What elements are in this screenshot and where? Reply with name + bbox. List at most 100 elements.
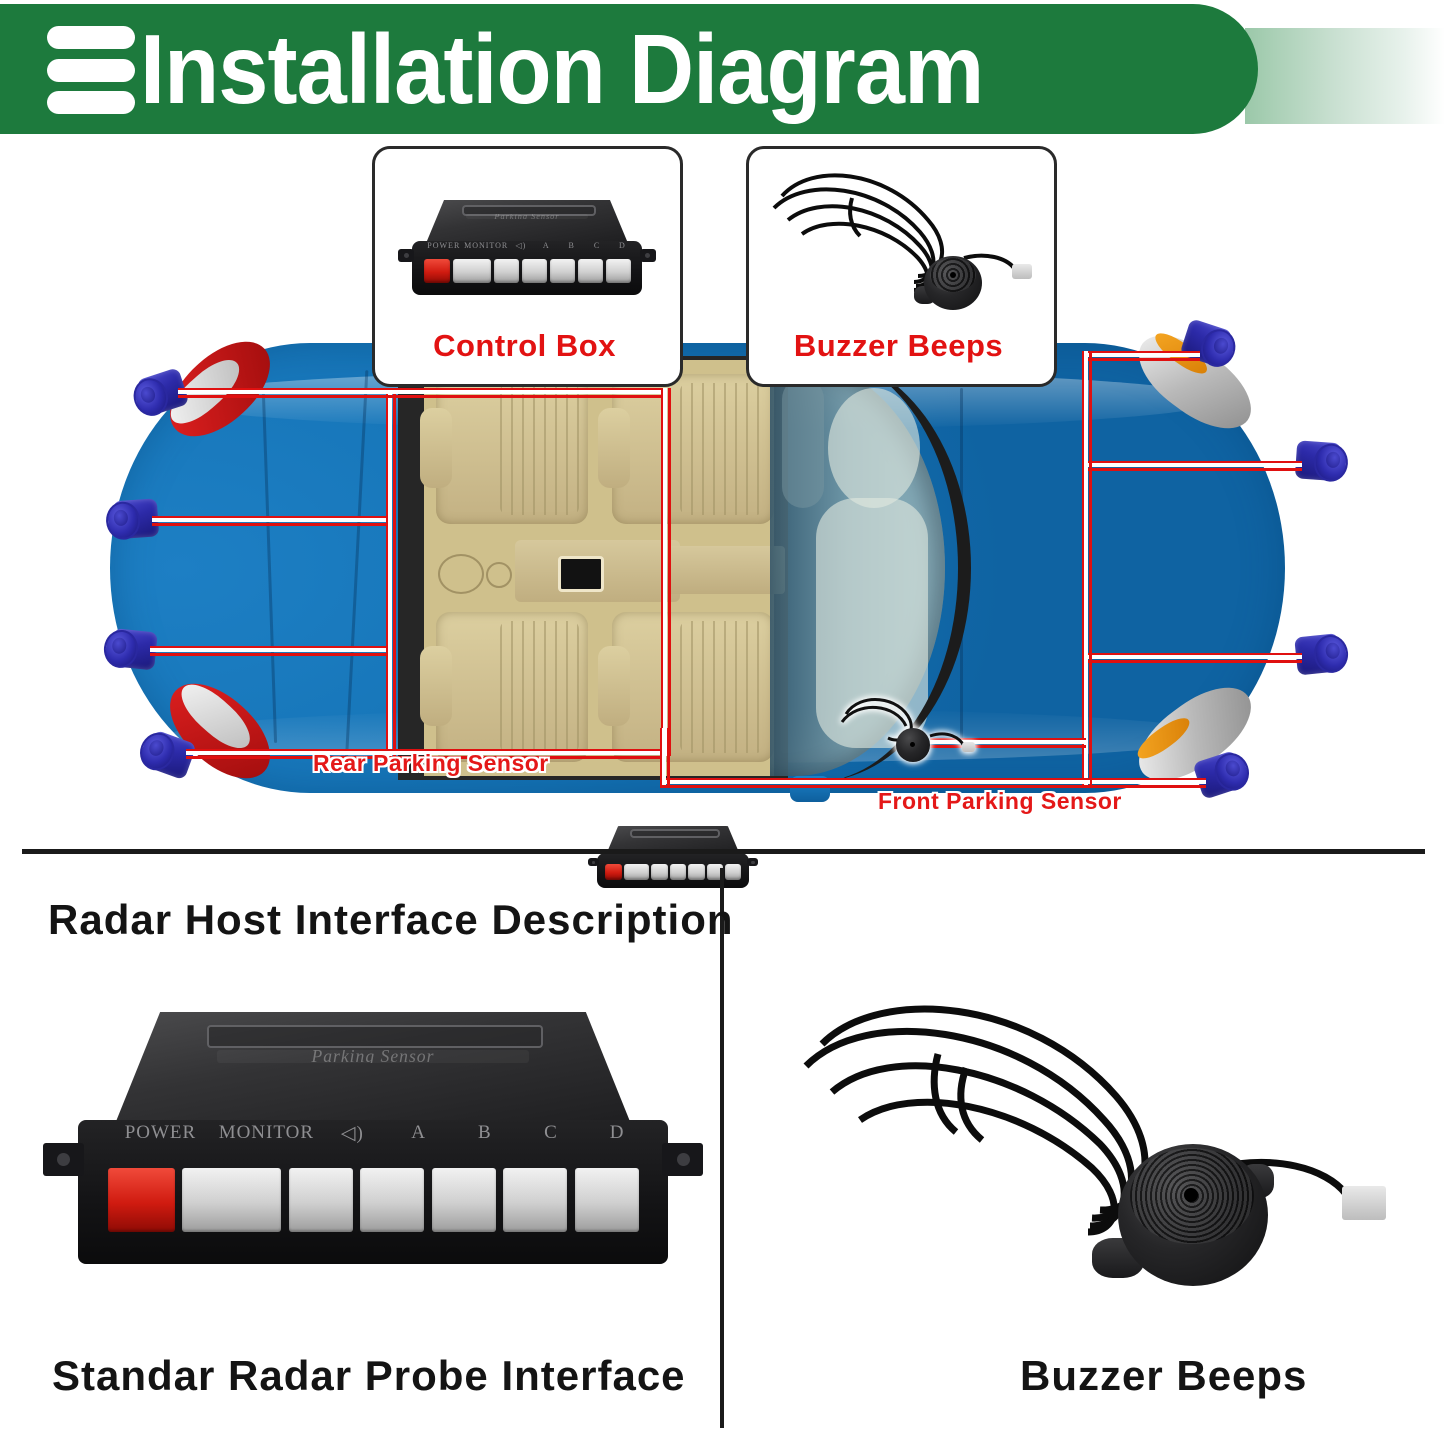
seat-front-left <box>612 374 774 524</box>
headrest-front-left <box>598 408 630 488</box>
rear-bus-right <box>661 388 664 756</box>
callout-cb-tab-left <box>398 249 415 262</box>
cb-label-power: POWER <box>427 241 461 251</box>
cb-label-speaker-icon: ◁) <box>515 241 527 251</box>
port-monitor <box>623 864 650 881</box>
front-line-4 <box>1082 778 1206 781</box>
callout-cb-port-row <box>423 258 631 284</box>
rear-line-2-core <box>152 518 390 522</box>
hamburger-bar-1 <box>47 26 135 49</box>
product-cb-emboss: Parking Sensor <box>217 1050 529 1063</box>
callout-buzzer <box>746 146 1057 387</box>
front-bus-right-b <box>1089 351 1092 785</box>
seat-front-right <box>612 612 774 762</box>
control-box-slot <box>630 829 720 838</box>
rear-bus-bottom <box>386 749 664 752</box>
callout-cb-top-shell: Parking Sensor <box>425 200 629 244</box>
control-box-front-face <box>597 852 749 888</box>
callout-port-c <box>577 258 603 284</box>
product-cb-label-a: A <box>411 1122 426 1144</box>
product-cb-tab-right <box>662 1143 704 1176</box>
callout-cb-tab-right <box>639 249 656 262</box>
front-line-2 <box>1082 461 1302 464</box>
front-line-4b <box>1082 785 1206 788</box>
rear-line-1-core <box>178 390 390 394</box>
callout-control-box-caption: Control Box <box>433 328 616 363</box>
control-box-port-row <box>604 864 742 881</box>
installation-diagram: Rear Parking Sensor Front Parking Sensor… <box>0 138 1445 888</box>
buzzer-hole-small <box>910 742 915 747</box>
port-d <box>724 864 742 881</box>
front-bus-to-buzzer <box>930 738 1086 741</box>
front-line-2b <box>1082 468 1302 471</box>
product-cb-slot <box>206 1024 544 1049</box>
console-storage-box <box>558 556 604 592</box>
buzzer-beeps-caption: Buzzer Beeps <box>1020 1352 1308 1399</box>
callout-port-b <box>549 258 575 284</box>
cb-label-b: B <box>568 241 575 251</box>
callout-cb-front: POWER MONITOR ◁) A B C D <box>412 240 642 295</box>
callout-port-speaker <box>494 258 520 284</box>
buzzer-plug-large <box>1012 264 1032 279</box>
rear-bus-top-core <box>386 390 664 394</box>
cb-label-monitor: MONITOR <box>464 241 509 251</box>
front-bus-from-box-b <box>667 728 670 785</box>
hamburger-bar-2 <box>47 58 135 82</box>
hamburger-menu-icon[interactable] <box>47 26 135 114</box>
front-line-1-core <box>1082 353 1200 357</box>
seat-rear-left <box>436 374 588 524</box>
front-bus-bottom-b <box>660 785 1090 788</box>
product-buzzer-hole <box>1184 1188 1198 1202</box>
rear-center-tunnel <box>665 546 785 594</box>
front-bus-right <box>1082 351 1085 785</box>
front-line-1b <box>1082 358 1200 361</box>
product-port-b <box>431 1167 496 1233</box>
front-bus-right-core <box>1084 351 1088 785</box>
callout-buzzer-caption: Buzzer Beeps <box>793 328 1004 363</box>
headrest-front-right <box>598 646 630 726</box>
callout-port-a <box>522 258 547 284</box>
product-cb-top-shell: Parking Sensor <box>113 1012 633 1128</box>
rear-bus-left-b <box>393 388 396 756</box>
callout-port-power <box>423 258 450 284</box>
rear-line-4-core <box>186 751 390 755</box>
buzzer-cable-large <box>772 173 1016 292</box>
product-cb-label-d: D <box>609 1122 625 1144</box>
rear-line-3-core <box>150 648 390 652</box>
product-port-power <box>107 1167 175 1233</box>
port-power <box>604 864 622 881</box>
rear-parking-sensor-label: Rear Parking Sensor <box>313 750 549 776</box>
section-divider-horizontal <box>22 849 1425 854</box>
rear-line-4 <box>186 749 390 752</box>
rear-bus-left <box>386 388 389 756</box>
rear-line-3 <box>150 646 390 649</box>
product-buzzer-cable <box>803 1005 1349 1236</box>
product-port-speaker <box>288 1167 353 1233</box>
cb-label-d: D <box>618 241 626 251</box>
headrest-rear-left <box>420 408 452 488</box>
seat-rear-right <box>436 612 588 762</box>
product-port-d <box>574 1167 639 1233</box>
port-a <box>669 864 687 881</box>
port-c <box>706 864 723 881</box>
standar-radar-probe-interface-caption: Standar Radar Probe Interface <box>52 1352 686 1399</box>
radar-host-interface-heading: Radar Host Interface Description <box>48 896 734 943</box>
rear-bus-top-b <box>386 395 664 398</box>
port-speaker <box>651 864 668 881</box>
product-cb-tab-left <box>42 1143 84 1176</box>
cb-label-a: A <box>542 241 550 251</box>
callout-cb-slot <box>462 204 596 217</box>
rear-bus-right-b <box>668 388 671 756</box>
page-header: Installation Diagram <box>0 0 1445 138</box>
rear-bus-bottom-core <box>386 751 664 755</box>
product-cb-label-speaker-icon: ◁) <box>340 1122 364 1144</box>
front-bus-bottom <box>660 778 1090 781</box>
product-cb-label-b: B <box>477 1122 492 1144</box>
product-port-c <box>503 1167 568 1233</box>
product-buzzer <box>770 980 1410 1310</box>
product-cb-label-row: POWER MONITOR ◁) A B C D <box>108 1118 651 1150</box>
rear-bus-right-core <box>663 388 667 756</box>
cb-label-c: C <box>593 241 601 251</box>
front-bus-from-box-core <box>662 728 666 785</box>
headrest-rear-right <box>420 646 452 726</box>
